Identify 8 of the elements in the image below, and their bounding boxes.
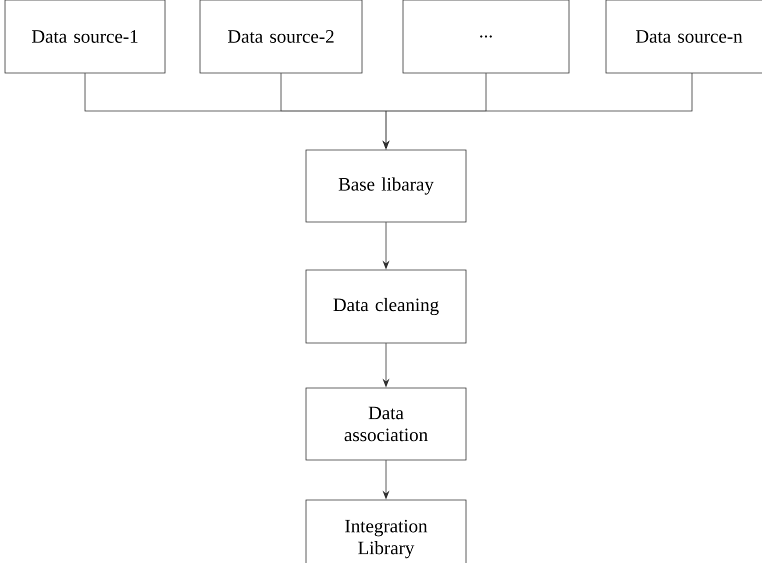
process-box: Base libaray bbox=[306, 150, 466, 222]
process-box: Data source-n bbox=[606, 0, 762, 74]
process-box: Data cleaning bbox=[306, 270, 466, 344]
process-box: Data source-1 bbox=[4, 0, 166, 74]
process-box: Data association bbox=[306, 388, 466, 460]
process-box: Data source-2 bbox=[200, 0, 362, 74]
process-box: ... bbox=[402, 0, 570, 74]
process-box: Integration Library bbox=[306, 500, 466, 563]
